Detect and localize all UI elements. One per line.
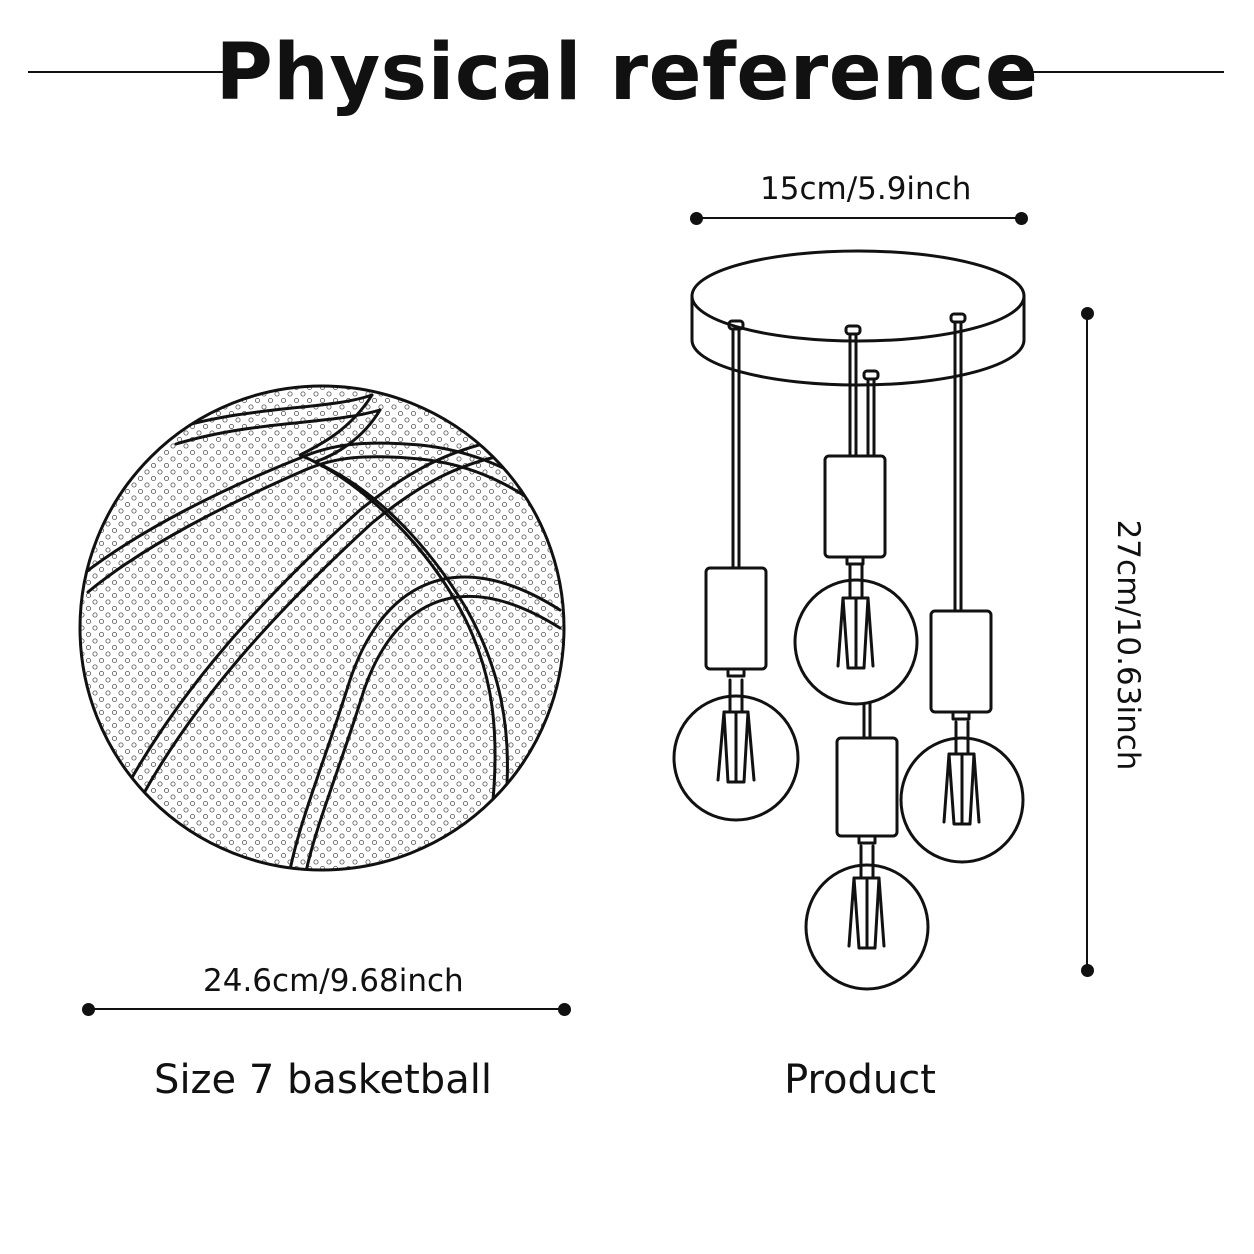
page-title: Physical reference	[215, 28, 1039, 118]
product-width-dot-right	[1015, 212, 1028, 225]
basketball-width-line	[88, 1008, 564, 1010]
product-width-line	[696, 217, 1022, 219]
product-caption: Product	[784, 1057, 936, 1103]
product-width-dot-left	[690, 212, 703, 225]
title-rule-right	[998, 71, 1224, 73]
product-height-line	[1086, 313, 1088, 971]
basketball-drawing	[78, 384, 566, 872]
title-rule-left	[28, 71, 263, 73]
product-height-label: 27cm/10.63inch	[1110, 519, 1146, 771]
product-height-dot-bottom	[1081, 964, 1094, 977]
basketball-width-dot-left	[82, 1003, 95, 1016]
basketball-caption: Size 7 basketball	[154, 1057, 492, 1103]
product-height-dot-top	[1081, 307, 1094, 320]
basketball-width-label: 24.6cm/9.68inch	[203, 963, 464, 999]
pendant-light-drawing	[672, 249, 1026, 991]
basketball-width-dot-right	[558, 1003, 571, 1016]
product-width-label: 15cm/5.9inch	[760, 171, 972, 207]
